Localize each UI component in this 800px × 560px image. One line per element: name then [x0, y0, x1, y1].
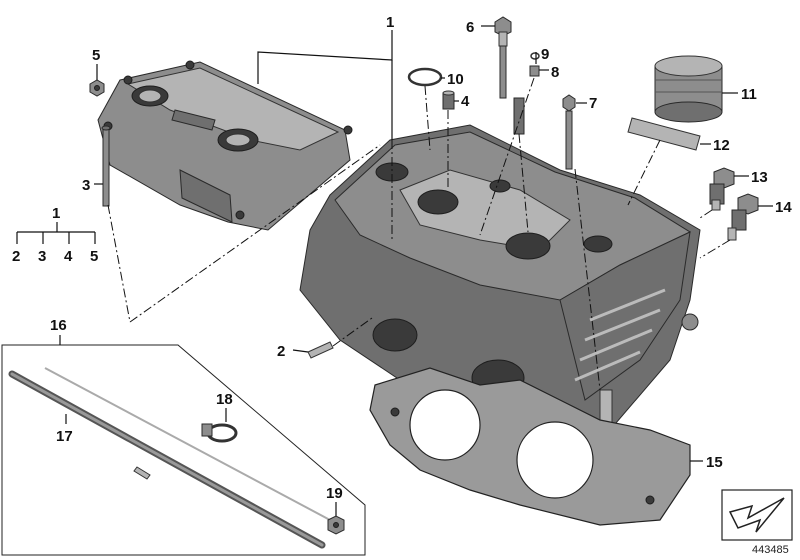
callout-10[interactable]: 10	[447, 71, 464, 88]
legend-child-4: 5	[90, 248, 98, 265]
nut-5[interactable]	[89, 79, 105, 97]
tool-set-box-16	[1, 344, 366, 556]
callout-14[interactable]: 14	[775, 199, 792, 216]
rod-17[interactable]	[8, 367, 331, 549]
sensor-13[interactable]	[709, 167, 735, 211]
head-gasket-15[interactable]	[369, 367, 691, 526]
pin[interactable]	[133, 466, 151, 480]
bolt-7[interactable]	[562, 94, 576, 170]
o-ring-10[interactable]	[407, 67, 443, 87]
legend-child-1: 2	[12, 248, 20, 265]
cylinder-head[interactable]	[299, 124, 701, 461]
callout-9[interactable]: 9	[541, 46, 549, 63]
callout-1[interactable]: 1	[386, 14, 394, 31]
callout-13[interactable]: 13	[751, 169, 768, 186]
arrow-down-left-icon[interactable]	[721, 489, 793, 541]
legend-parent: 1	[52, 205, 60, 222]
hose-clamp-18[interactable]	[201, 423, 238, 443]
sensor-14[interactable]	[727, 193, 759, 241]
callout-12[interactable]: 12	[713, 137, 730, 154]
callout-4[interactable]: 4	[461, 93, 470, 110]
stud-bolt-3[interactable]	[101, 125, 111, 207]
callout-5[interactable]: 5	[92, 47, 100, 64]
camshaft-carrier[interactable]	[97, 60, 353, 231]
callout-3[interactable]: 3	[82, 177, 90, 194]
legend-child-2: 3	[38, 248, 46, 265]
callout-17[interactable]: 17	[56, 428, 73, 445]
plug-8[interactable]	[529, 65, 540, 77]
gasket-ring-12[interactable]	[627, 117, 701, 151]
callout-15[interactable]: 15	[706, 454, 723, 471]
document-number: 443485	[752, 544, 789, 556]
callout-18[interactable]: 18	[216, 391, 233, 408]
callout-16[interactable]: 16	[50, 317, 67, 334]
assembly-legend: 1 2 3 4 5	[12, 205, 98, 265]
leader-lines	[16, 25, 773, 516]
clip-19[interactable]	[327, 515, 345, 535]
legend-child-3: 4	[64, 248, 73, 265]
callout-7[interactable]: 7	[589, 95, 597, 112]
sealing-ring-9[interactable]	[530, 52, 540, 60]
callout-6[interactable]: 6	[466, 19, 474, 36]
callout-11[interactable]: 11	[741, 86, 757, 103]
callout-2[interactable]: 2	[277, 343, 285, 360]
bolt-6[interactable]	[494, 16, 525, 135]
dowel-pin-2[interactable]	[307, 341, 334, 359]
callout-8[interactable]: 8	[551, 64, 559, 81]
callout-labels: 1 5 3 2 4 6 9 8 7 10 11 12 13 14 15 16 1…	[50, 14, 792, 502]
sleeve-4[interactable]	[442, 90, 455, 110]
callout-19[interactable]: 19	[326, 485, 343, 502]
cover-11[interactable]	[654, 55, 723, 123]
